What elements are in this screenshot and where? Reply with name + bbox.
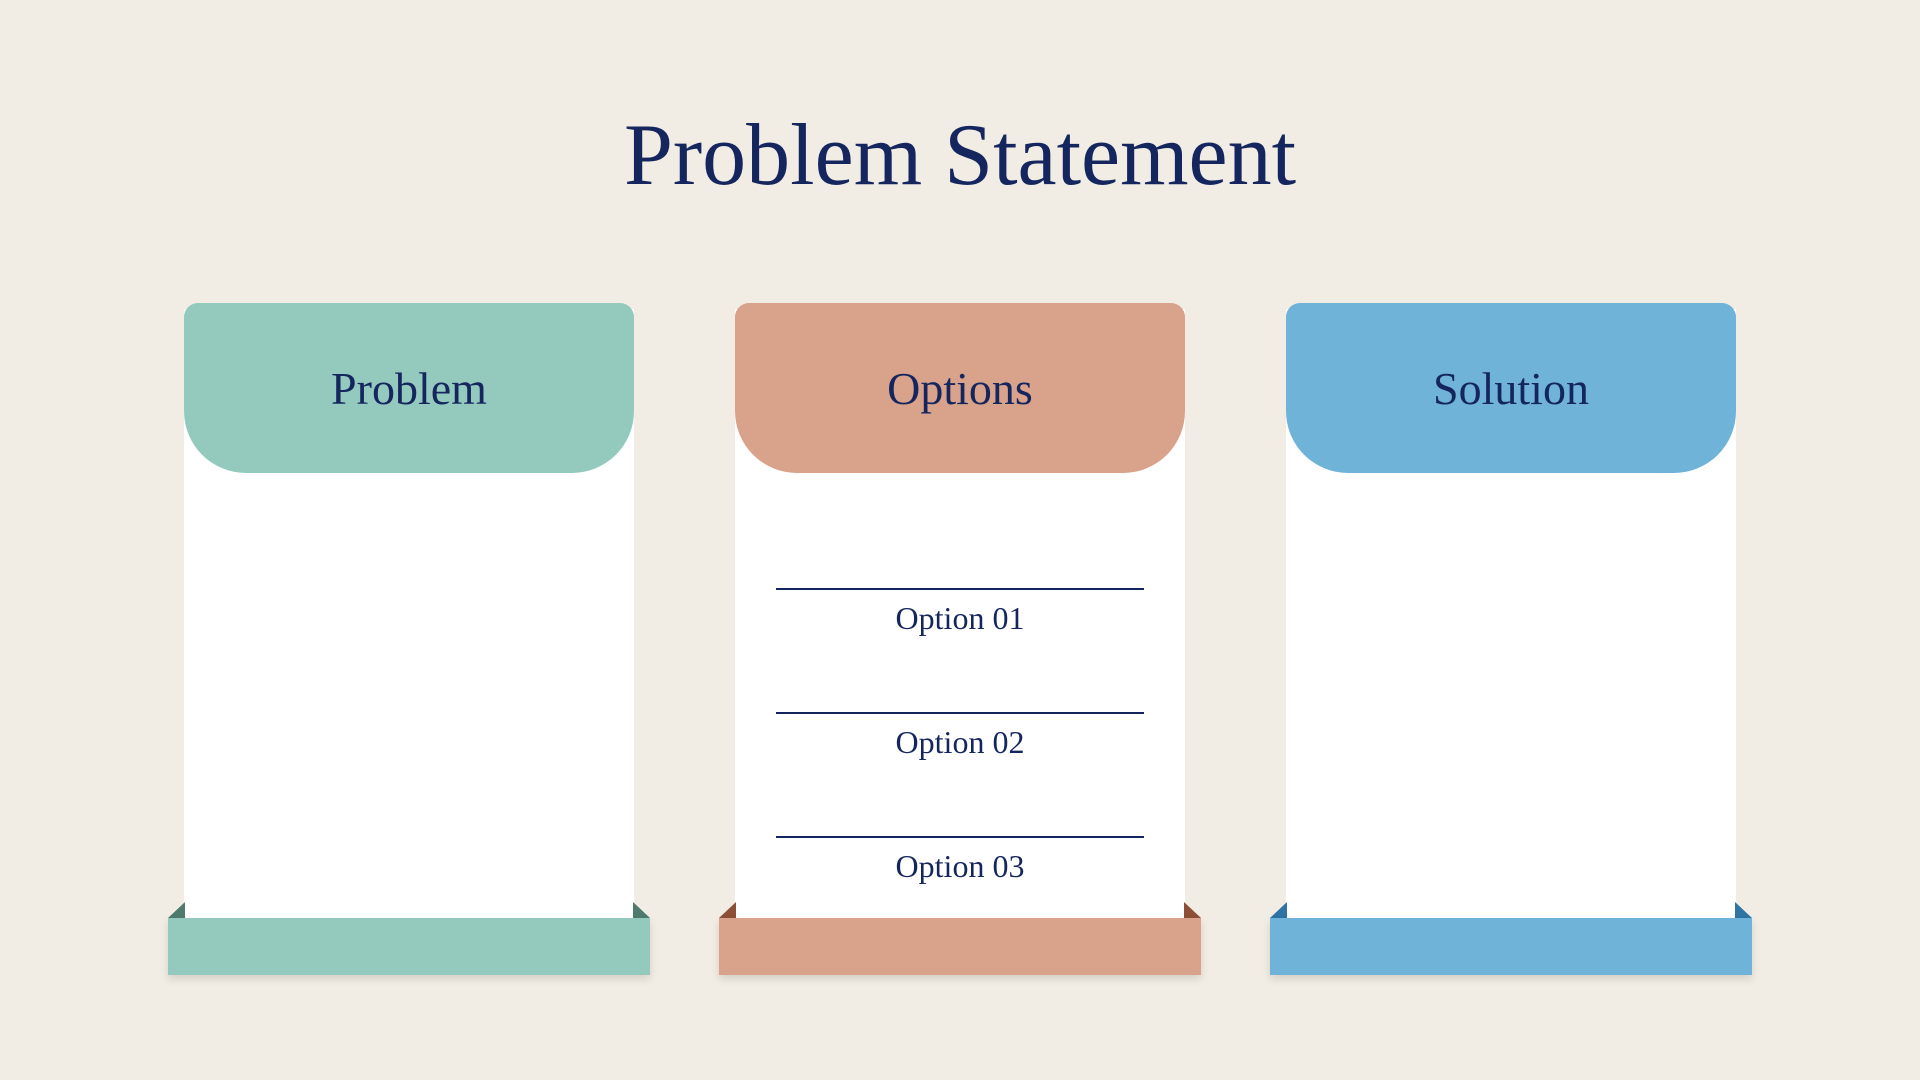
card-options-base: [719, 918, 1201, 975]
card-problem-fold-right: [633, 902, 650, 918]
card-problem: Problem: [168, 303, 650, 975]
card-solution-fold-left: [1270, 902, 1287, 918]
option-row: Option 01: [776, 588, 1144, 712]
card-solution-header: Solution: [1286, 303, 1736, 473]
card-options-header: Options: [735, 303, 1185, 473]
card-options-fold-left: [719, 902, 736, 918]
card-solution-label: Solution: [1433, 362, 1589, 414]
card-options: Option 01 Option 02 Option 03 Options: [719, 303, 1201, 975]
card-problem-fold-left: [168, 902, 185, 918]
card-problem-header: Problem: [184, 303, 634, 473]
card-solution-fold-right: [1735, 902, 1752, 918]
option-row: Option 03: [776, 836, 1144, 885]
page-title: Problem Statement: [623, 107, 1297, 204]
option-label: Option 03: [895, 848, 1025, 884]
option-label: Option 01: [895, 600, 1025, 636]
option-label: Option 02: [895, 724, 1025, 760]
card-solution: Solution: [1270, 303, 1752, 975]
option-list: Option 01 Option 02 Option 03: [735, 588, 1185, 885]
card-solution-base: [1270, 918, 1752, 975]
card-problem-base: [168, 918, 650, 975]
card-options-fold-right: [1184, 902, 1201, 918]
option-row: Option 02: [776, 712, 1144, 836]
card-options-label: Options: [887, 362, 1033, 414]
card-problem-label: Problem: [331, 362, 487, 414]
